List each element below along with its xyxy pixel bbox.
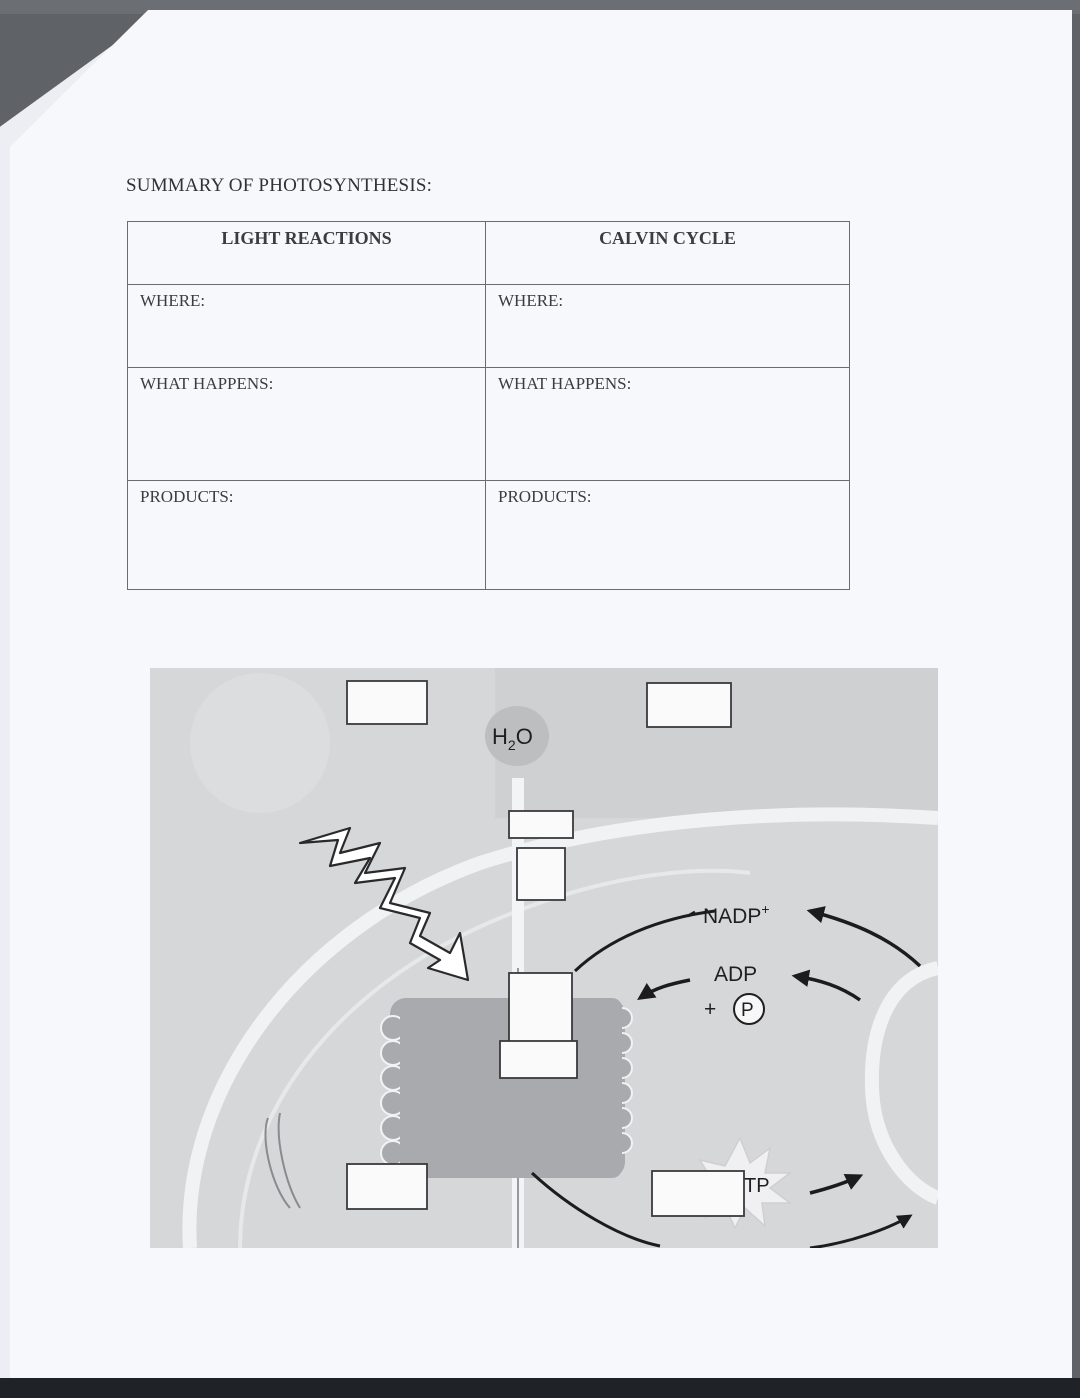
blank-box-bottom-left[interactable] [346, 1163, 428, 1210]
thylakoid-outline [264, 1112, 301, 1209]
cell-light-where[interactable]: WHERE: [127, 284, 486, 368]
header-light-reactions: LIGHT REACTIONS [127, 221, 486, 285]
page-title: SUMMARY OF PHOTOSYNTHESIS: [126, 175, 433, 196]
cell-calvin-products[interactable]: PRODUCTS: [485, 480, 850, 590]
arrow-atp-right [809, 1173, 864, 1195]
adp-label: ADP [714, 963, 757, 986]
photosynthesis-diagram: H2O NADP+ ADP + P TP [150, 668, 938, 1248]
header-calvin-cycle: CALVIN CYCLE [485, 221, 850, 285]
cycle-arc-left [573, 909, 716, 973]
desk-edge [0, 1378, 1080, 1398]
sun-glow [190, 673, 330, 813]
table-row: WHAT HAPPENS: WHAT HAPPENS: [127, 367, 850, 481]
arrow-to-adp [791, 969, 862, 1002]
phosphate-label: P [741, 1000, 754, 1021]
arrow-nadp-in [687, 910, 696, 918]
cycle-arc-bottom-right [809, 1214, 913, 1248]
blank-box-top-right[interactable] [646, 682, 732, 728]
atp-partial-label: TP [744, 1175, 770, 1197]
stroma-membrane [864, 961, 938, 1205]
blank-box-atp[interactable] [651, 1170, 745, 1217]
water-label: H2O [492, 724, 533, 753]
blank-box-electrons[interactable] [516, 847, 566, 901]
table-row: WHERE: WHERE: [127, 284, 850, 368]
chloroplast-outer-membrane [182, 807, 938, 1248]
cell-calvin-where[interactable]: WHERE: [485, 284, 850, 368]
blank-box-top-left[interactable] [346, 680, 428, 725]
cycle-arc-bottom [530, 1171, 661, 1248]
table-header-row: LIGHT REACTIONS CALVIN CYCLE [127, 221, 850, 285]
blank-box-photosystem[interactable] [508, 972, 573, 1044]
cell-light-products[interactable]: PRODUCTS: [127, 480, 486, 590]
cell-calvin-what-happens[interactable]: WHAT HAPPENS: [485, 367, 850, 481]
blank-box-oxygen[interactable] [508, 810, 574, 839]
arrow-to-nadp [806, 906, 922, 968]
nadp-label: NADP+ [703, 901, 770, 928]
cell-light-what-happens[interactable]: WHAT HAPPENS: [127, 367, 486, 481]
phosphate-circle [733, 993, 765, 1025]
arrow-adp-left [637, 978, 691, 1000]
table-row: PRODUCTS: PRODUCTS: [127, 480, 850, 590]
summary-table: LIGHT REACTIONS CALVIN CYCLE WHERE: WHER… [127, 221, 850, 590]
light-energy-icon [298, 826, 470, 982]
water-bubble [485, 706, 549, 766]
blank-box-thylakoid[interactable] [499, 1040, 578, 1079]
chloroplast-inner-membrane [238, 868, 751, 1248]
plus-sign: + [704, 998, 716, 1021]
